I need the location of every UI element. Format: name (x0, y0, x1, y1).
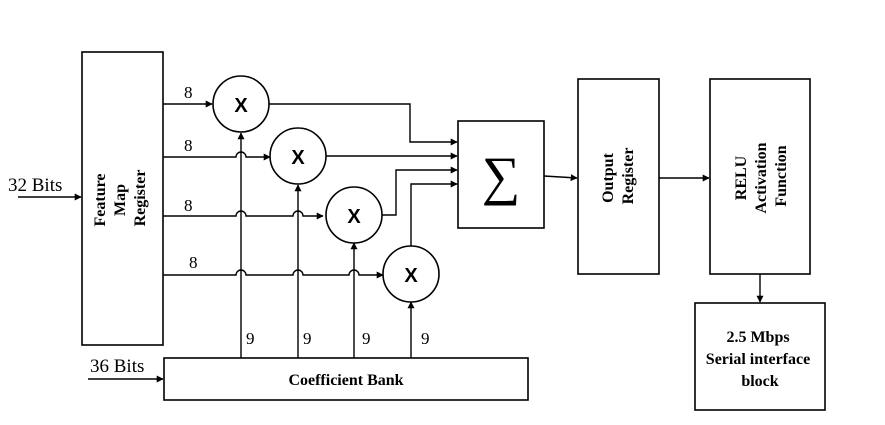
multiplier-1-symbol: X (234, 95, 248, 117)
coeff-width-label-2: 9 (303, 329, 312, 348)
coeff-width-label-3: 9 (362, 329, 371, 348)
data-wire-2 (163, 151, 271, 161)
coefficient-bank-block (163, 357, 529, 401)
product-wire-3 (382, 166, 458, 216)
serial-interface-block (694, 302, 826, 411)
product-wire-4 (410, 180, 458, 246)
summer-block (457, 120, 545, 229)
output-register-label: Output Register (600, 148, 637, 205)
sum-to-output-wire (543, 174, 578, 182)
data-width-label-2: 8 (184, 136, 193, 155)
data-width-label-1: 8 (184, 83, 193, 102)
coeff-width-label-4: 9 (421, 329, 430, 348)
feature-map-register-block (81, 51, 164, 346)
product-wire-1 (269, 103, 458, 146)
multiplier-4-symbol: X (404, 265, 418, 287)
feature-input-label: 32 Bits (8, 175, 62, 196)
sigma-icon: ∑ (482, 146, 521, 206)
coeff-input-label: 36 Bits (90, 356, 144, 377)
coefficient-bank-label: Coefficient Bank (288, 372, 403, 389)
multiplier-2-symbol: X (291, 147, 305, 169)
data-width-label-3: 8 (184, 196, 193, 215)
multiplier-3-symbol: X (347, 206, 361, 228)
relu-label: RELU Activation Function (733, 138, 790, 213)
serial-interface-label: 2.5 Mbps Serial interface block (706, 329, 814, 390)
data-width-label-4: 8 (189, 253, 198, 272)
relu-block (709, 78, 811, 275)
coeff-width-label-1: 9 (246, 329, 255, 348)
data-wire-3 (163, 210, 324, 220)
output-register-block (577, 78, 660, 275)
feature-map-register-label: Feature Map Register (92, 169, 149, 226)
